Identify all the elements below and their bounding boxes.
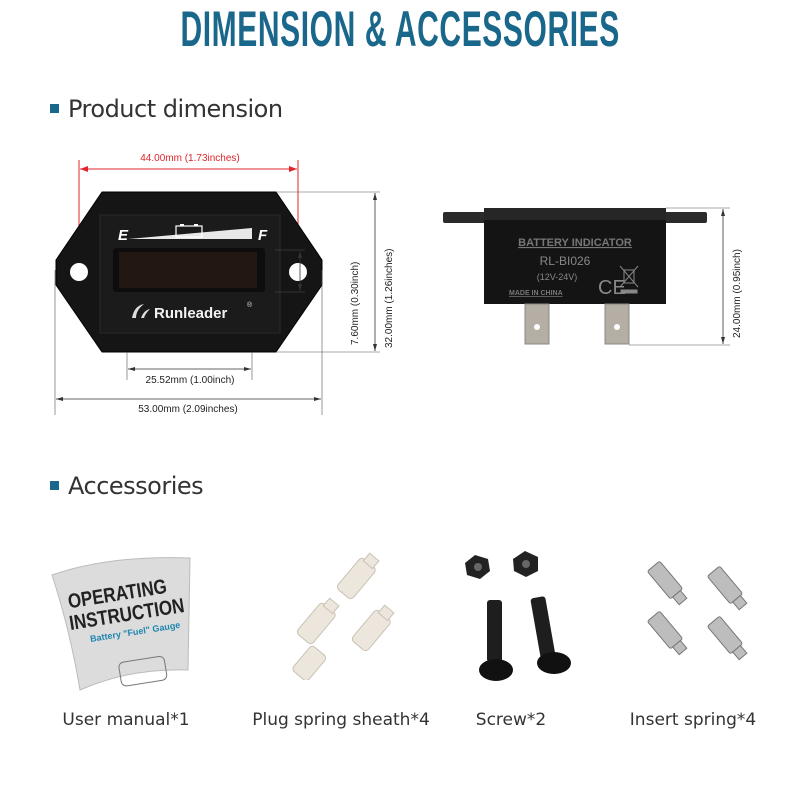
- display-width-dimension: 25.52mm (1.00inch): [126, 352, 253, 386]
- svg-text:7.60mm (0.30inch): 7.60mm (0.30inch): [350, 262, 361, 345]
- battery-icon: [175, 225, 203, 238]
- svg-text:®: ®: [247, 301, 253, 309]
- module-height-dimension: 24.00mm (0.95inch): [629, 207, 743, 346]
- user-manual-image: OPERATING INSTRUCTION Battery "Fuel" Gau…: [51, 557, 191, 691]
- section-heading-accessories: Accessories: [50, 472, 204, 500]
- total-width-dimension: 53.00mm (2.09inches): [54, 270, 323, 415]
- screw-image: [465, 551, 571, 681]
- accessory-caption-user-manual: User manual*1: [62, 710, 190, 730]
- plug-spring-sheath-image: [292, 552, 395, 680]
- lcd-display: [119, 252, 257, 288]
- runleader-logo-icon: [132, 304, 150, 318]
- insert-spring-image: [647, 561, 748, 661]
- ce-mark-icon: CE: [598, 277, 626, 299]
- gauge-dimension-drawing: 44.00mm (1.73inches) E F Runleader ® 25.…: [54, 153, 395, 415]
- section-heading-product-dimension: Product dimension: [50, 95, 283, 123]
- svg-text:24.00mm (0.95inch): 24.00mm (0.95inch): [732, 249, 743, 338]
- display-height-dimension: 7.60mm (0.30inch): [275, 249, 361, 345]
- terminal-tabs: [524, 303, 630, 345]
- module-label: BATTERY INDICATOR: [518, 237, 632, 249]
- bullet-square-icon: [50, 480, 59, 490]
- module-model: RL-BI026: [540, 254, 591, 268]
- svg-text:25.52mm (1.00inch): 25.52mm (1.00inch): [146, 375, 235, 386]
- gauge-body: E F Runleader ®: [55, 191, 323, 353]
- svg-text:32.00mm (1.26inches): 32.00mm (1.26inches): [384, 249, 395, 349]
- level-wedge: [128, 228, 252, 239]
- svg-text:MADE IN CHINA: MADE IN CHINA: [509, 290, 563, 297]
- empty-label: E: [118, 227, 129, 244]
- hole-spacing-label: 44.00mm (1.73inches): [140, 153, 240, 164]
- brand-name: Runleader: [154, 305, 228, 322]
- battery-indicator-module: BATTERY INDICATOR RL-BI026 (12V-24V) MAD…: [443, 207, 743, 346]
- weee-bin-icon: [619, 265, 639, 294]
- accessory-caption-plug-sheath: Plug spring sheath*4: [252, 710, 430, 730]
- bullet-square-icon: [50, 103, 59, 113]
- accessory-caption-insert-spring: Insert spring*4: [629, 710, 757, 730]
- page-title: DIMENSION & ACCESSORIES: [180, 1, 620, 57]
- full-label: F: [258, 227, 268, 244]
- accessory-caption-screw: Screw*2: [475, 710, 547, 730]
- svg-text:53.00mm (2.09inches): 53.00mm (2.09inches): [138, 404, 238, 415]
- total-height-dimension: 32.00mm (1.26inches): [276, 191, 395, 353]
- svg-text:(12V-24V): (12V-24V): [537, 272, 578, 282]
